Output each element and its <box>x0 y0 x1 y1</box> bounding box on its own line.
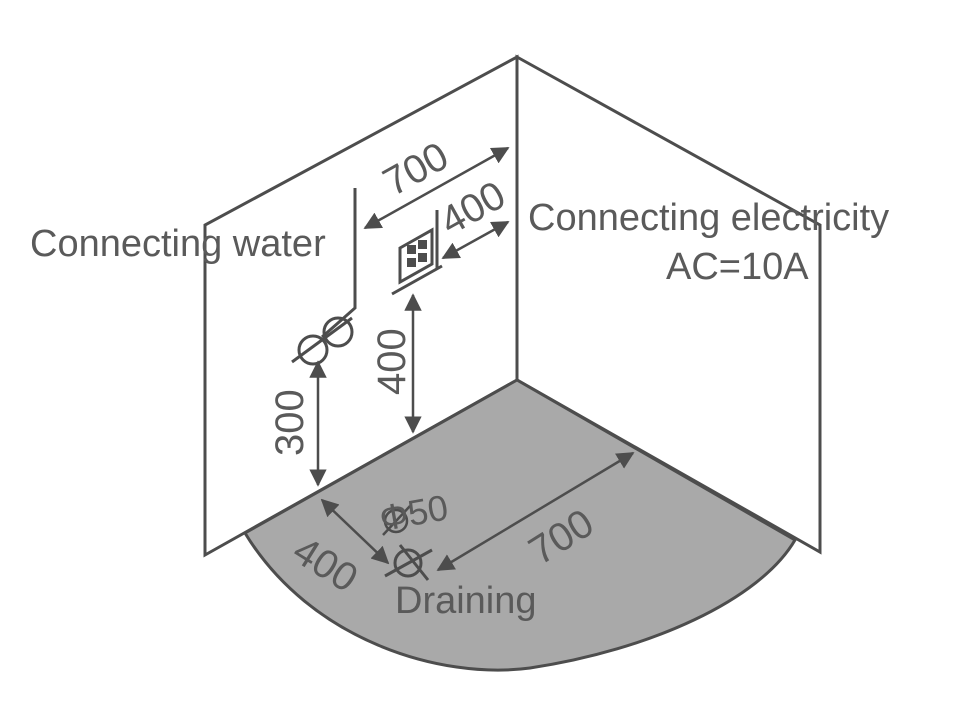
water-height-label: 300 <box>268 389 312 456</box>
socket-offset-dimension-arrow <box>441 220 510 260</box>
socket-height-label: 400 <box>370 328 414 395</box>
draining-label: Draining <box>395 580 537 622</box>
water-valve-1-icon <box>322 316 354 348</box>
connecting-water-label: Connecting water <box>30 223 326 265</box>
electricity-spec-label: AC=10A <box>666 246 809 288</box>
drain-width-dimension-arrow <box>436 451 635 572</box>
drain-icon <box>384 544 433 581</box>
water-pipe <box>321 188 357 339</box>
connecting-electricity-label: Connecting electricity <box>528 197 889 239</box>
right-wall <box>515 54 822 555</box>
electric-socket-icon <box>391 210 443 296</box>
drain-offset-dimension-arrow <box>320 498 390 565</box>
top-700-dimension-arrow <box>363 146 510 230</box>
